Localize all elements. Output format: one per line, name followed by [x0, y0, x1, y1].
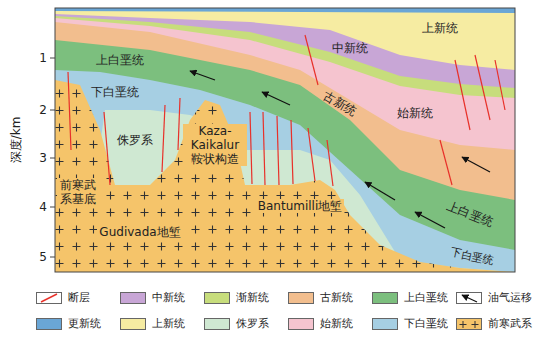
- stratum-label: 上白垩统: [96, 53, 144, 67]
- legend-text: 上新统: [152, 317, 185, 331]
- oligocene-layer: [55, 16, 515, 272]
- plus-symbol: [460, 321, 479, 328]
- tick-label: 5: [39, 250, 47, 264]
- legend-swatch: [204, 292, 230, 304]
- legend-swatch: [288, 318, 314, 330]
- tick-label: 2: [39, 103, 47, 117]
- fault: [277, 116, 279, 185]
- fault: [308, 128, 315, 181]
- structure-label: Kaza-Kaikalur 鞍状构造: [183, 124, 247, 166]
- basement-label: 前寒武系基底: [57, 178, 99, 206]
- legend-text: 渐新统: [236, 291, 269, 305]
- legend-swatch: [372, 292, 398, 304]
- migration-arrow: [190, 71, 215, 80]
- fault: [327, 140, 333, 186]
- upper-cretaceous-layer: [55, 40, 515, 272]
- fault: [250, 112, 252, 184]
- fault: [68, 72, 71, 150]
- eocene-layer: [55, 18, 515, 272]
- tick: [50, 257, 55, 258]
- basement: [55, 80, 515, 272]
- stratum-label: 下白垩统: [91, 85, 139, 99]
- tick-label: 1: [39, 51, 47, 65]
- legend-symbol: [36, 291, 64, 305]
- faults: [68, 35, 505, 186]
- tick: [50, 58, 55, 59]
- stratum-label: 始新统: [397, 106, 433, 120]
- axis: [50, 8, 515, 272]
- legend-text: 中新统: [152, 291, 185, 305]
- basement-pattern: [55, 80, 515, 272]
- tick: [50, 207, 55, 208]
- graben-label: Gudivada地堑: [97, 225, 182, 239]
- fault: [305, 35, 318, 85]
- legend-text: 更新统: [68, 317, 101, 331]
- pleistocene-layer: [55, 8, 515, 272]
- legend-text: 侏罗系: [236, 317, 269, 331]
- legend-text: 前寒武系: [488, 317, 532, 331]
- miocene-layer: [55, 14, 515, 272]
- tick: [50, 110, 55, 111]
- legend-swatch: [120, 292, 146, 304]
- fault: [104, 112, 110, 185]
- migration-arrow: [415, 212, 445, 228]
- axis-title: 深度/km: [9, 117, 23, 164]
- migration-arrow: [462, 157, 490, 172]
- legend-frame: [37, 293, 62, 304]
- lower-cretaceous-layer: [55, 70, 515, 272]
- stratum-label: 上新统: [422, 21, 458, 35]
- legend-frame: [457, 293, 482, 304]
- stratum-label: 中新统: [332, 41, 368, 55]
- legend-symbol: [456, 317, 484, 331]
- plot-frame: [55, 8, 515, 272]
- legend-text: 古新统: [320, 291, 353, 305]
- legend-text: 断层: [68, 291, 90, 305]
- fault-symbol: [41, 294, 57, 302]
- basement-swatch: [457, 319, 482, 330]
- paleocene-layer: [55, 22, 515, 272]
- graben-label: Bantumilli地堑: [256, 199, 345, 213]
- legend-text: 始新统: [320, 317, 353, 331]
- fault: [440, 140, 452, 185]
- fault: [291, 120, 293, 184]
- arrow-symbol: [462, 295, 477, 302]
- fault: [455, 60, 470, 130]
- legend-swatch: [36, 318, 62, 330]
- legend-text: 下白垩统: [404, 317, 448, 331]
- fault: [263, 112, 265, 185]
- legend-text: 油气运移: [488, 291, 532, 305]
- tick: [50, 158, 55, 159]
- migration-arrow: [262, 92, 290, 105]
- migration-arrow: [365, 182, 395, 200]
- legend-swatch: [372, 318, 398, 330]
- pliocene-layer: [55, 11, 515, 272]
- stratum-label: 侏罗系: [117, 133, 153, 147]
- fault: [162, 105, 165, 172]
- legend-swatch: [288, 292, 314, 304]
- fault: [178, 98, 180, 150]
- fault: [495, 60, 505, 110]
- legend-swatch: [120, 318, 146, 330]
- fault: [475, 55, 490, 120]
- tick-label: 4: [39, 200, 47, 214]
- legend-swatch: [204, 318, 230, 330]
- legend-symbol: [456, 291, 484, 305]
- strata: [55, 8, 515, 272]
- legend-text: 上白垩统: [404, 291, 448, 305]
- tick-label: 3: [39, 151, 47, 165]
